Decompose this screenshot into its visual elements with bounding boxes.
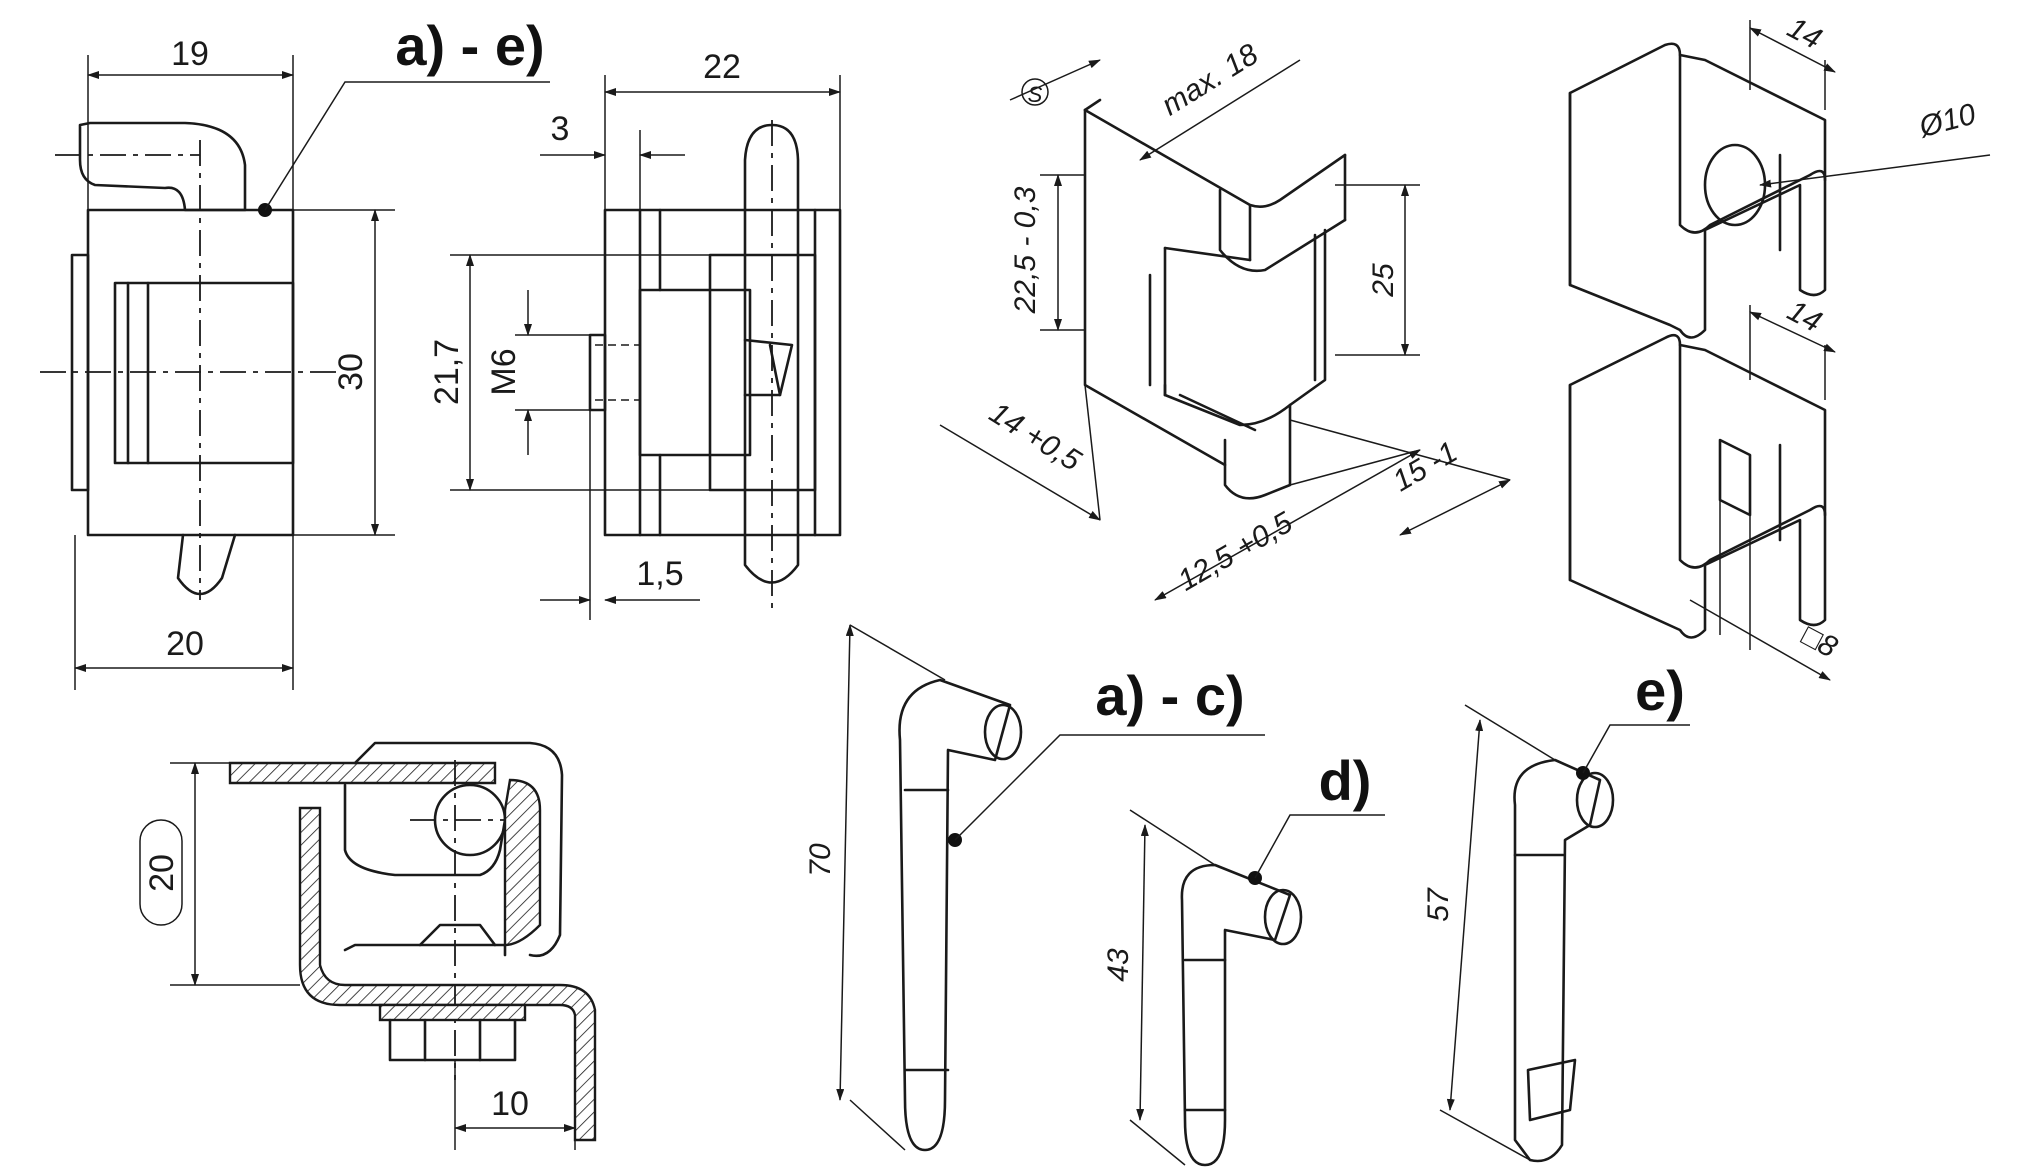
front-dim-top: 19 [171,35,209,73]
bracket-dim-bore: Ø10 [1915,97,1980,144]
side-dim-top: 22 [703,48,741,86]
front-dim-bottom: 20 [166,625,204,663]
key-d-length: 43 [1102,948,1135,982]
front-callout: a) - e) [395,14,544,77]
iso-dim-125: 12,5 +0,5 [1172,506,1298,598]
front-dim-right: 30 [332,353,370,391]
iso-brackets-view: 14 Ø10 14 □8 [1568,11,1991,681]
iso-dim-14: 14 +0,5 [983,396,1086,478]
window-outer [113,281,295,465]
install-dim-width: 10 [491,1085,529,1123]
side-section-view: 22 3 1,5 21,7 M6 [428,48,842,620]
bracket-dim-top: 14 [1782,11,1827,56]
key-d: 43 d) [1102,749,1385,1167]
bracket-dim-square: □8 [1796,619,1843,665]
front-view: 19 20 30 a) - e) [40,14,550,690]
iso-dim-25: 25 [1367,263,1400,298]
side-dim-thickness: 1,5 [636,555,683,593]
side-dim-plate: 3 [551,110,570,148]
key-e: 57 e) [1422,659,1690,1163]
iso-dim-max: max. 18 [1156,38,1264,123]
bottom-nose [176,533,237,596]
iso-dim-height: 22,5 - 0,3 [1009,186,1042,314]
key-e-label: e) [1635,659,1685,722]
install-section-view: 20 10 [139,741,597,1150]
side-dim-height: 21,7 [428,339,466,405]
install-nut-washer [378,1003,527,1022]
key-ac-label: a) - c) [1095,664,1244,727]
iso-block-view: S max. 18 22,5 - 0,3 25 14 +0,5 12,5 +0,… [939,38,1511,601]
iso-stamp: S [1028,82,1043,107]
iso-dim-15: 15 -1 [1387,435,1463,498]
lower-bracket [1568,333,1827,639]
key-a-c: 70 a) - c) [804,624,1265,1152]
install-dim-height: 20 [143,854,181,892]
key-ac-length: 70 [804,843,837,877]
side-dim-thread: M6 [485,348,523,395]
key-e-length: 57 [1422,887,1455,922]
key-d-label: d) [1319,749,1372,812]
bracket-dim-bottom: 14 [1782,294,1827,339]
mount-plate [588,333,607,412]
install-dim-height-box [139,819,183,926]
lever-knob [78,121,247,212]
upper-bracket [1568,42,1827,339]
